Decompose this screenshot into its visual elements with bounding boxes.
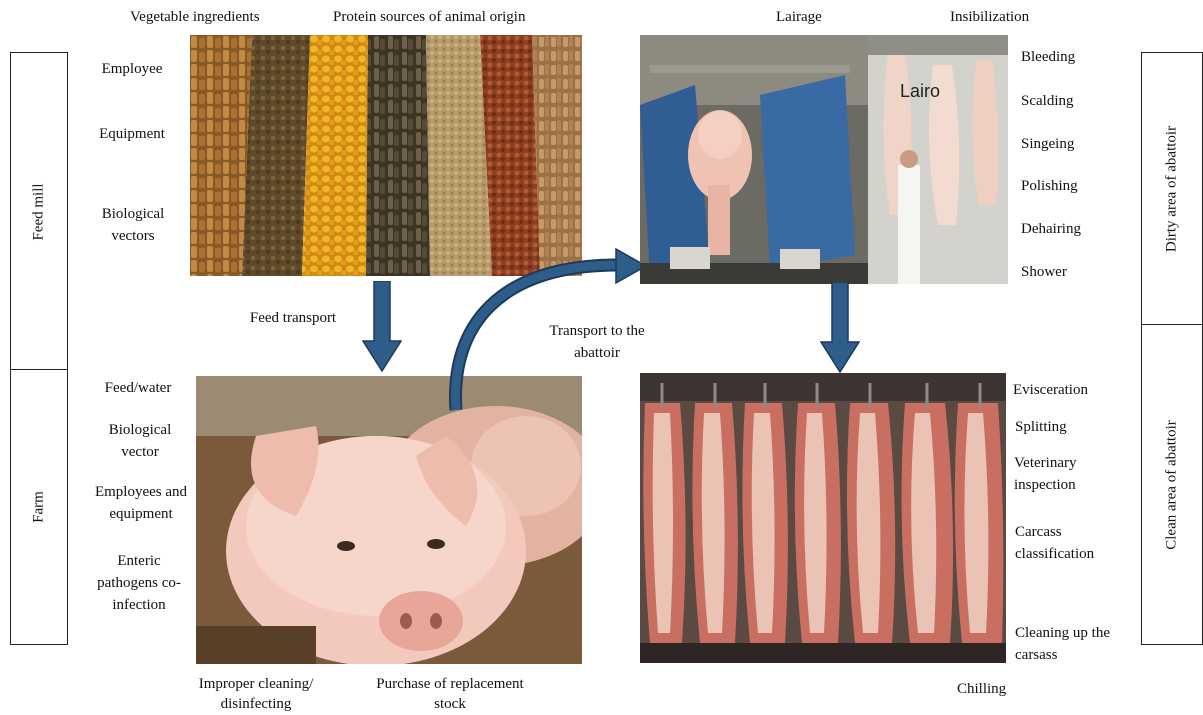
dirty-step-bleeding: Bleeding: [1021, 48, 1075, 67]
dirty-area-section-box: Dirty area of abattoir: [1141, 52, 1203, 326]
dirty-area-section-label: Dirty area of abattoir: [1164, 126, 1181, 252]
farm-risk-feed-water: Feed/water: [86, 379, 190, 398]
feed-mill-risk-equipment: Equipment: [80, 125, 184, 144]
dirty-step-scalding: Scalding: [1021, 92, 1074, 111]
feed-mill-risk-biological-vectors: Biological vectors: [90, 203, 176, 247]
pork-halves-photo: [640, 373, 1006, 663]
clean-step-splitting: Splitting: [1015, 418, 1067, 437]
protein-sources-label: Protein sources of animal origin: [333, 8, 525, 27]
dirty-step-shower: Shower: [1021, 263, 1067, 282]
dirty-step-polishing: Polishing: [1021, 177, 1078, 196]
clean-area-section-label: Clean area of abattoir: [1164, 420, 1181, 550]
clean-area-section-box: Clean area of abattoir: [1141, 324, 1203, 645]
feed-transport-text: Feed transport: [250, 310, 336, 326]
purchase-replacement-stock-label: Purchase of replacement stock: [375, 674, 525, 714]
feed-transport-label: Feed transport: [248, 307, 338, 329]
hanging-carcasses-photo: Lairo: [868, 35, 1008, 284]
feed-mill-section-box: Feed mill: [10, 52, 68, 371]
insibilization-label: Insibilization: [950, 8, 1029, 27]
pig-farm-photo: [196, 376, 582, 664]
pig-lairage-photo: [640, 35, 868, 284]
feed-pellets-photo: [190, 35, 582, 276]
photo-overlay-text: Lairo: [900, 81, 940, 102]
clean-step-cleaning-carcass: Cleaning up the carsass: [1015, 622, 1139, 666]
dirty-step-singeing: Singeing: [1021, 135, 1074, 154]
transport-to-abattoir-label: Transport to the abattoir: [532, 320, 662, 364]
feed-mill-section-label: Feed mill: [31, 183, 48, 240]
farm-risk-enteric-pathogens: Enteric pathogens co-infection: [86, 550, 192, 616]
clean-step-evisceration: Evisceration: [1013, 381, 1088, 400]
vegetable-ingredients-label: Vegetable ingredients: [130, 8, 260, 27]
farm-section-label: Farm: [31, 491, 48, 523]
farm-risk-biological-vector: Biological vector: [90, 419, 190, 463]
dirty-step-dehairing: Dehairing: [1021, 220, 1081, 239]
lairage-label: Lairage: [776, 8, 822, 27]
down-arrow-feed-to-farm: [362, 281, 402, 373]
clean-step-carcass-classification: Carcass classification: [1015, 521, 1125, 565]
farm-section-box: Farm: [10, 369, 68, 645]
feed-mill-risk-employee: Employee: [80, 60, 184, 79]
improper-cleaning-label: Improper cleaning/ disinfecting: [196, 674, 316, 714]
chilling-label: Chilling: [957, 680, 1006, 699]
clean-step-veterinary-inspection: Veterinary inspection: [1014, 452, 1124, 496]
farm-risk-employees-equipment: Employees and equipment: [86, 481, 196, 525]
transport-to-abattoir-text: Transport to the abattoir: [549, 323, 644, 361]
down-arrow-dirty-to-clean: [820, 282, 860, 374]
